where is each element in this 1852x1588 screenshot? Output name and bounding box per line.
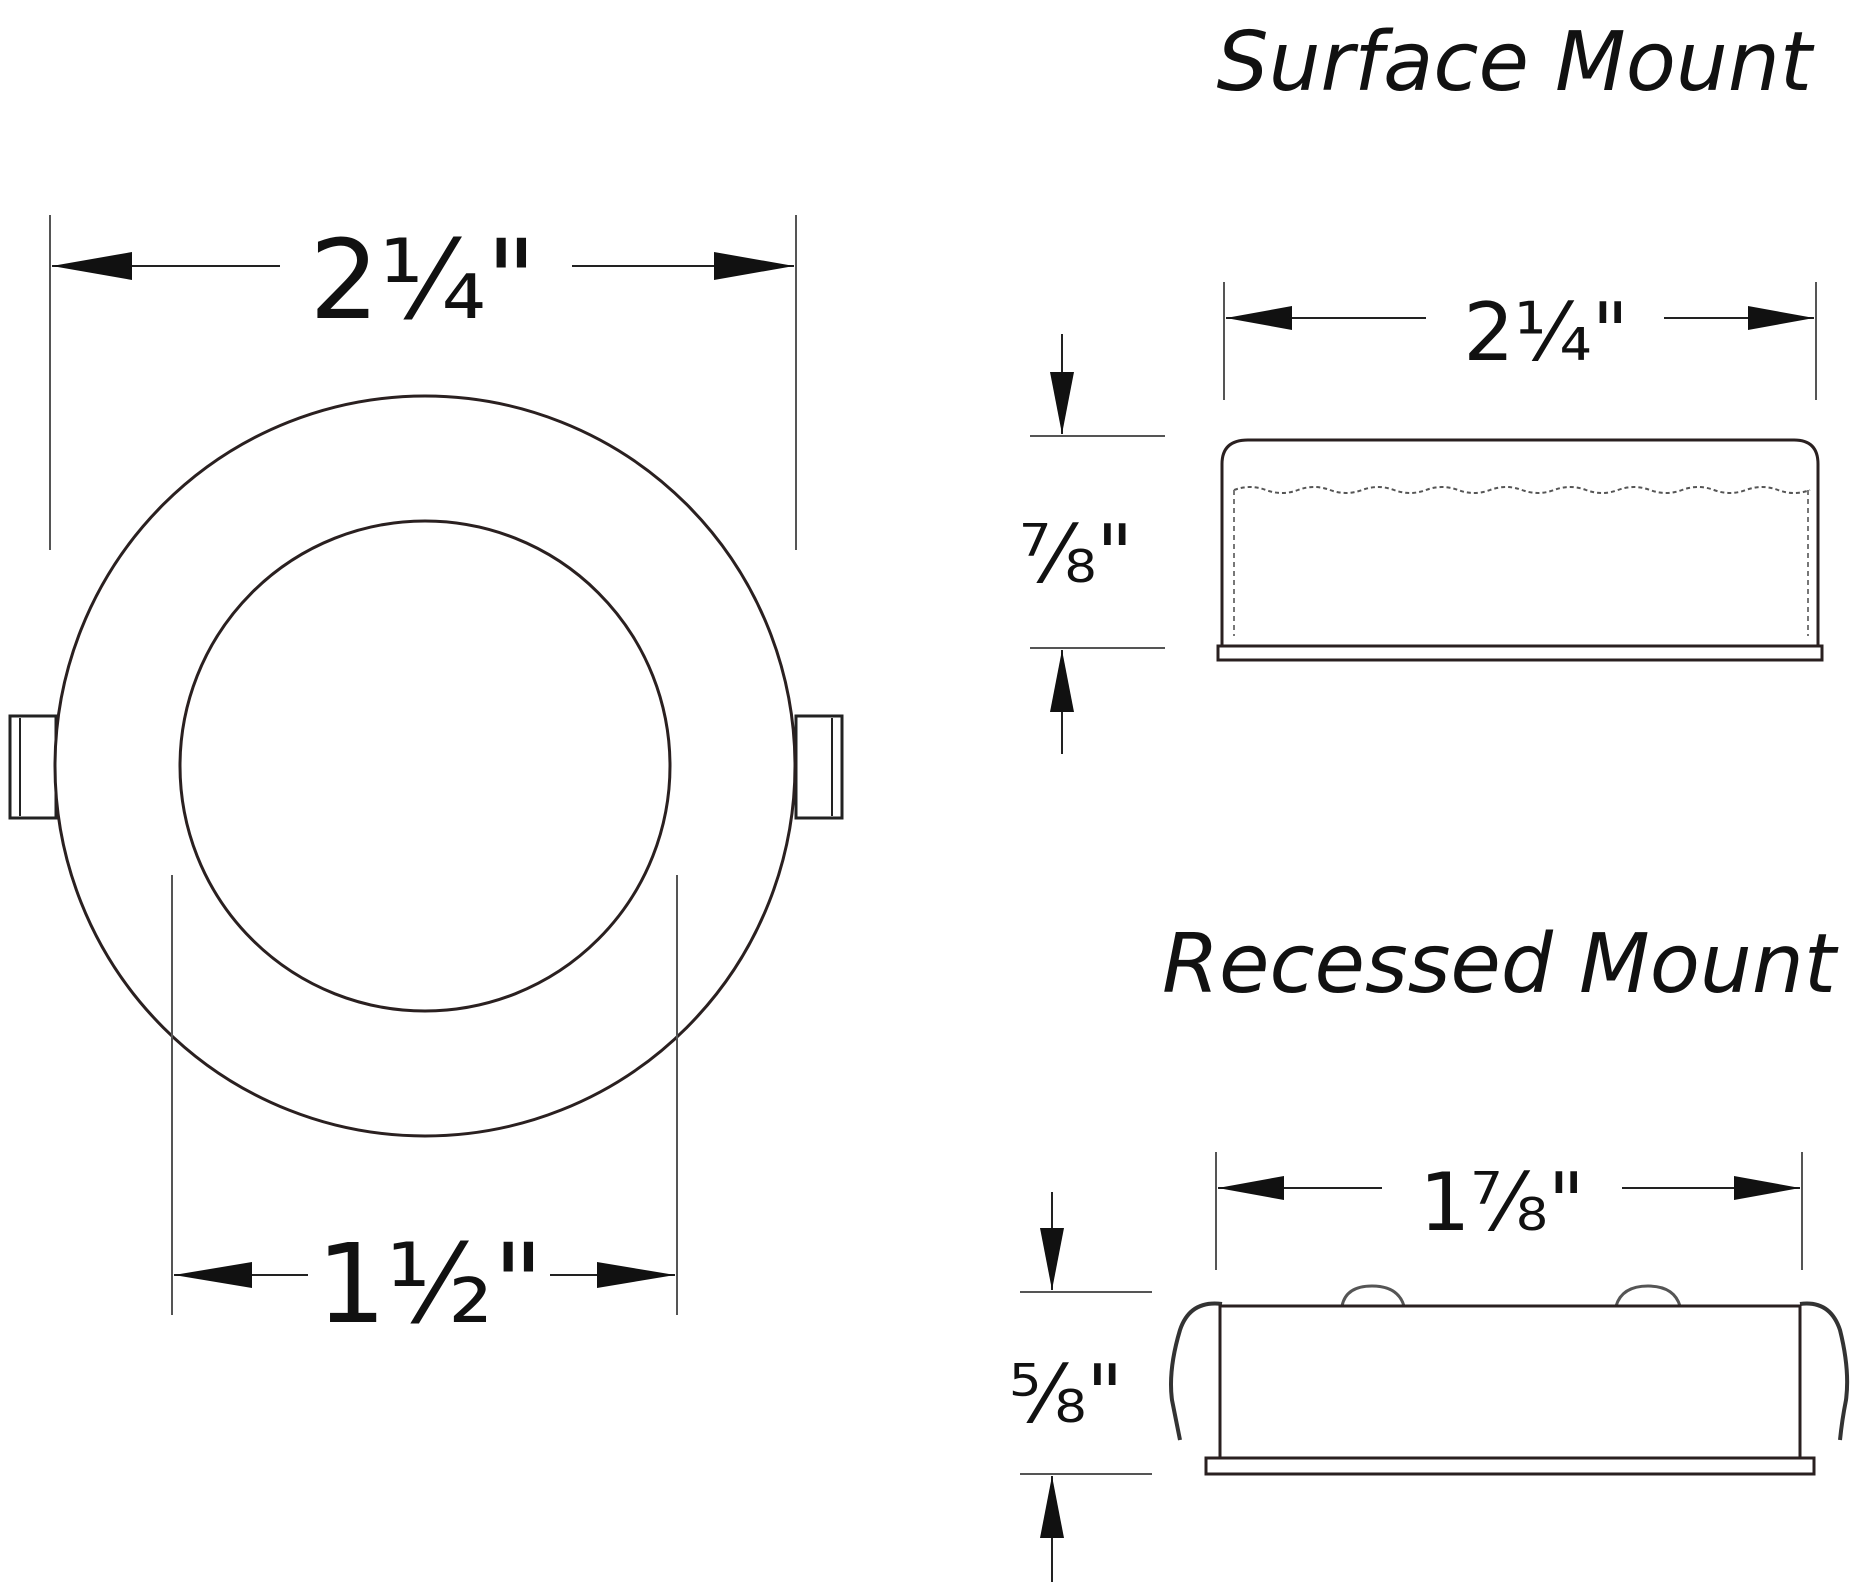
- inner-arrowhead-right: [597, 1262, 675, 1288]
- surface-lens-edge: [1233, 486, 1811, 494]
- recessed-left-spring-clip: [1169, 1301, 1223, 1441]
- recessed-top-bump-right: [1614, 1284, 1682, 1307]
- surface-height-arrowhead-top: [1050, 372, 1074, 434]
- outer-arrowhead-right: [714, 252, 794, 280]
- outer-arrowhead-left: [52, 252, 132, 280]
- inner-width-label: 1½": [316, 1220, 543, 1348]
- recessed-right-spring-clip: [1799, 1301, 1850, 1441]
- surface-height-label: ⅞": [1019, 508, 1133, 601]
- recessed-top-bump-left: [1340, 1284, 1406, 1307]
- surface-mount-view: Surface Mount 2¼" ⅞": [1019, 15, 1824, 754]
- recessed-arrowhead-right: [1734, 1176, 1800, 1200]
- recessed-width-label: 1⅞": [1419, 1156, 1584, 1249]
- surface-arrowhead-left: [1226, 306, 1292, 330]
- right-clip: [794, 714, 844, 820]
- recessed-height-arrowhead-top: [1040, 1228, 1064, 1290]
- surface-housing: [1220, 438, 1820, 648]
- surface-height-arrowhead-bottom: [1050, 650, 1074, 712]
- inner-arrowhead-left: [174, 1262, 252, 1288]
- surface-arrowhead-right: [1748, 306, 1814, 330]
- inner-ring: [178, 519, 672, 1013]
- recessed-arrowhead-left: [1218, 1176, 1284, 1200]
- recessed-housing: [1218, 1304, 1802, 1460]
- outer-width-label: 2¼": [309, 216, 536, 344]
- left-clip: [8, 714, 58, 820]
- recessed-height-label: ⅝": [1009, 1348, 1123, 1441]
- surface-trim: [1216, 644, 1824, 662]
- top-view: 2¼" 1½": [8, 215, 844, 1348]
- recessed-mount-view: Recessed Mount 1⅞" ⅝": [1009, 917, 1850, 1582]
- recessed-trim: [1204, 1456, 1816, 1476]
- surface-width-label: 2¼": [1463, 286, 1628, 379]
- recessed-height-arrowhead-bottom: [1040, 1476, 1064, 1538]
- recessed-mount-title: Recessed Mount: [1162, 917, 1839, 1012]
- surface-mount-title: Surface Mount: [1217, 15, 1815, 110]
